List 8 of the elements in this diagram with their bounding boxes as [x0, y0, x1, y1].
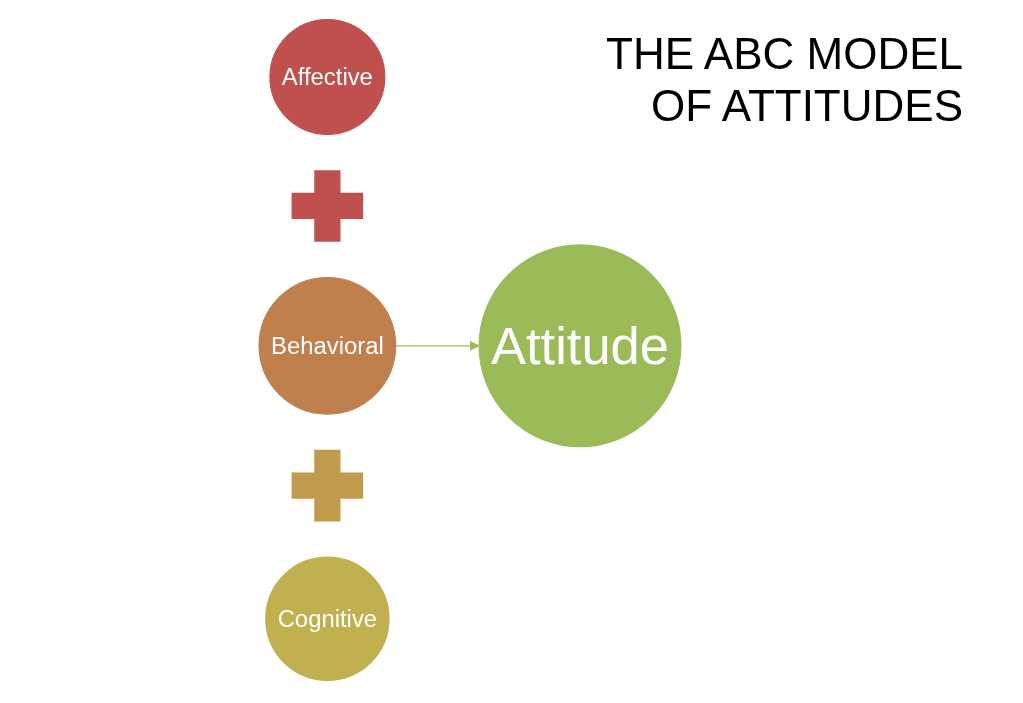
plus-sign	[291, 170, 364, 242]
title: THE ABC MODEL OF ATTITUDES	[605, 28, 963, 132]
circle-node: Behavioral	[258, 276, 397, 415]
circle-node: Attitude	[478, 244, 682, 448]
arrow	[395, 340, 480, 352]
circle-node: Cognitive	[265, 556, 390, 682]
circle-node: Affective	[269, 18, 386, 136]
plus-sign	[291, 449, 364, 522]
